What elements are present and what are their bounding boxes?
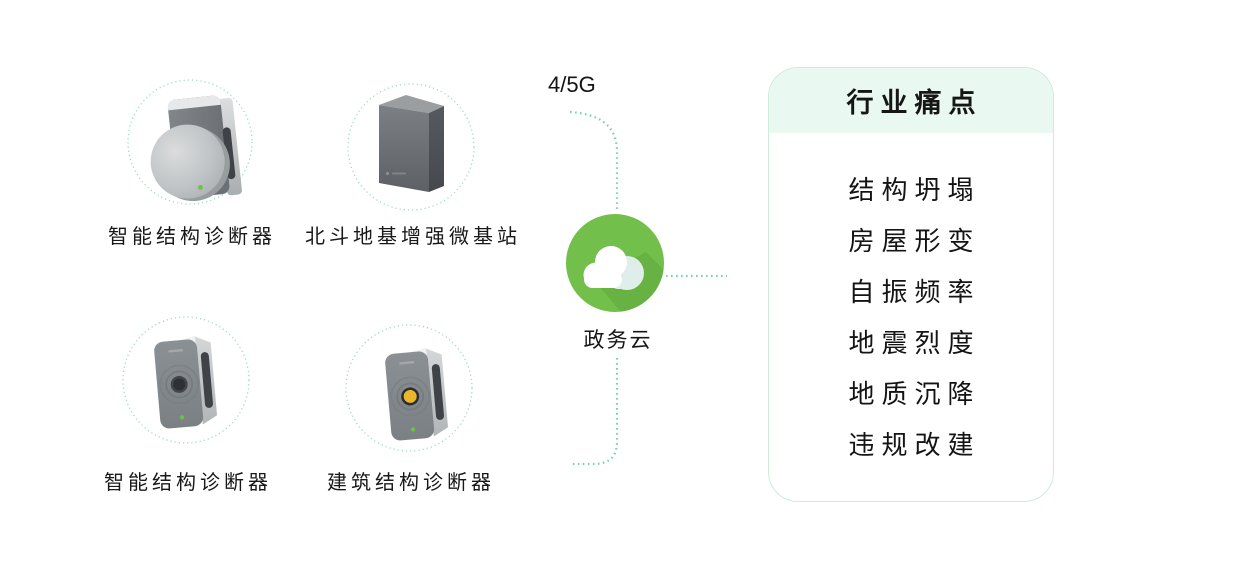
panel-item: 地震烈度 [848,328,981,358]
device-label: 北斗地基增强微基站 [305,226,521,248]
panel-item: 自振频率 [848,277,981,307]
device-icon-building-structure-diagnoser [355,330,481,456]
panel-item: 结构坍塌 [848,175,981,205]
cloud-label: 政务云 [583,329,653,352]
network-label: 4/5G [548,72,596,97]
device-label: 智能结构诊断器 [104,472,272,494]
panel-item: 房屋形变 [848,226,981,256]
panel-title: 行业痛点 [846,88,983,118]
device-icon-structure-diagnoser-knob [127,80,253,206]
device-dotted-circle [122,316,250,444]
device-label: 建筑结构诊断器 [327,472,495,494]
dotted-connector-top [569,110,619,210]
device-dotted-circle [127,79,253,205]
panel-header: 行业痛点 [769,68,1053,133]
device-dotted-circle [345,324,473,452]
pain-points-panel: 行业痛点 结构坍塌 房屋形变 自振频率 地震烈度 地质沉降 违规改建 [768,67,1054,502]
cloud-icon [566,214,664,312]
device-dotted-circle [347,83,475,211]
panel-item: 地质沉降 [848,379,981,409]
panel-list: 结构坍塌 房屋形变 自振频率 地震烈度 地质沉降 违规改建 [769,133,1053,469]
dotted-connector-bottom [572,358,619,466]
panel-item: 违规改建 [848,430,981,460]
device-icon-structure-diagnoser [124,318,250,444]
device-label: 智能结构诊断器 [108,226,276,248]
device-icon-beidou-base-station [348,84,474,210]
